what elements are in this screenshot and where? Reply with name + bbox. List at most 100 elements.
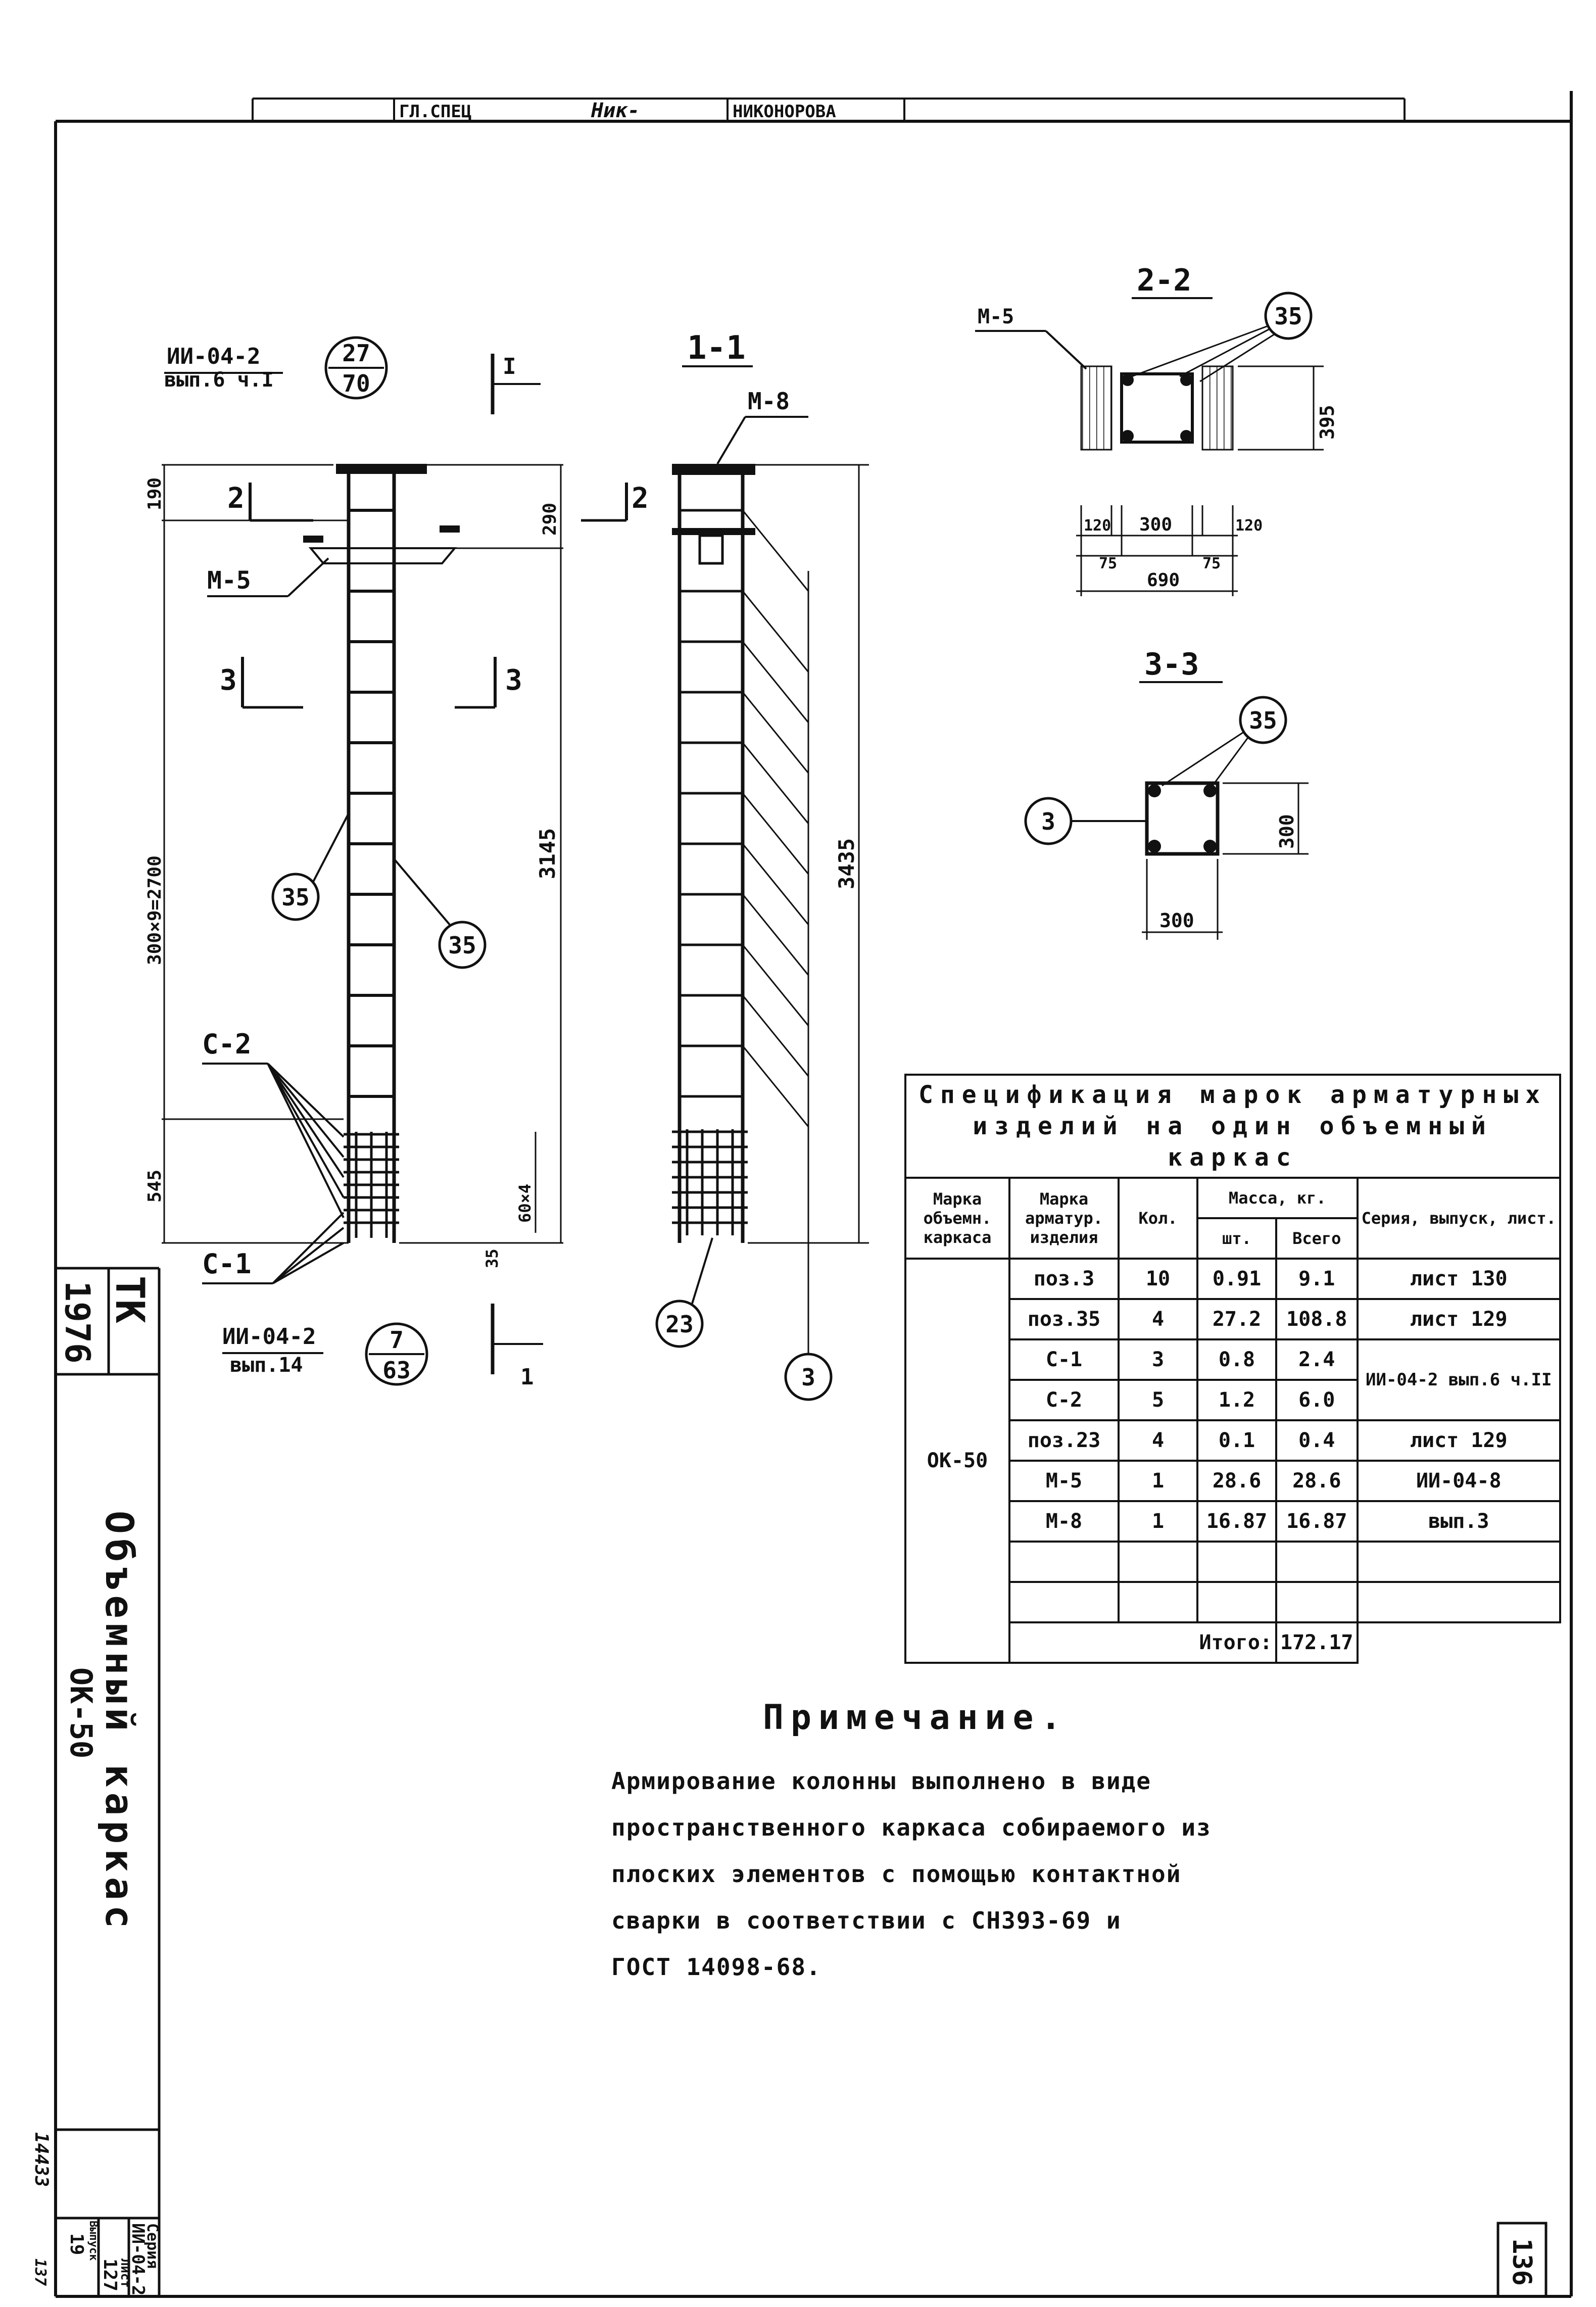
side-number: 14433 (31, 2132, 52, 2187)
title-series: ИИ-04-2 (128, 2223, 148, 2295)
dim-60x4: 60×4 (515, 1184, 535, 1223)
spec-cell (1196, 1541, 1277, 1583)
spec-cell (1356, 1541, 1561, 1583)
spec-cell: С-1 (1008, 1338, 1120, 1381)
dim-300-22: 300 (1139, 514, 1172, 535)
dim-300-v: 300 (1276, 814, 1298, 849)
label-c1: С-1 (202, 1248, 252, 1280)
title-issue: 19 (66, 2233, 87, 2255)
spec-head-frame-mark: Марка объемн. каркаса (904, 1177, 1010, 1260)
spec-head-mass-total: Всего (1275, 1217, 1359, 1260)
spec-cell (1118, 1581, 1198, 1623)
spec-cell: поз.3 (1008, 1258, 1120, 1300)
pos-35-b: 35 (448, 932, 476, 959)
header-signature: Ник- (591, 99, 640, 122)
dim-75-b: 75 (1202, 555, 1221, 572)
spec-cell (1118, 1541, 1198, 1583)
spec-cell: 2.4 (1275, 1338, 1359, 1381)
spec-cell (1356, 1581, 1561, 1623)
spec-cell: 3 (1118, 1338, 1198, 1381)
spec-head-mass-each: шт. (1196, 1217, 1277, 1260)
spec-cell: 0.1 (1196, 1419, 1277, 1462)
spec-cell: поз.23 (1008, 1419, 1120, 1462)
spec-cell (1008, 1541, 1120, 1583)
dim-120-b: 120 (1235, 517, 1263, 535)
spec-cell: 1.2 (1196, 1379, 1277, 1421)
title-block: ТК 1976 Объемный каркас ОК-50 Серия ИИ-0… (31, 1267, 161, 2296)
title-sheet-label: Лист (118, 2258, 132, 2288)
spec-cell: М-5 (1008, 1460, 1120, 1502)
spec-total-row: Итого: 172.17 (905, 1621, 1560, 1664)
spec-table: Спецификация марок арматурных изделий на… (904, 1074, 1561, 1664)
spec-cell: 108.8 (1275, 1298, 1359, 1340)
section-3-3-title: 3-3 (1144, 647, 1199, 682)
spec-total-label: Итого: (1008, 1621, 1277, 1664)
ref-top-circle-den: 70 (342, 370, 370, 397)
spec-cell: 28.6 (1275, 1460, 1359, 1502)
spec-cell (1008, 1581, 1120, 1623)
label-m5: М-5 (207, 566, 251, 595)
pos-35-a: 35 (281, 884, 309, 911)
section-3-3-pos35: 35 (1249, 707, 1277, 734)
side-number-2: 137 (31, 2258, 49, 2286)
spec-cell: поз.35 (1008, 1298, 1120, 1340)
section-2-2-title: 2-2 (1137, 263, 1191, 298)
spec-head-series: Серия, выпуск, лист. (1356, 1177, 1561, 1260)
table-row: С-2 5 1.2 6.0 (905, 1379, 1560, 1421)
table-row (905, 1541, 1561, 1583)
spec-cell: 28.6 (1196, 1460, 1277, 1502)
dim-120-a: 120 (1084, 517, 1111, 535)
spec-cell: С-2 (1008, 1379, 1120, 1421)
spec-cell: М-8 (1008, 1500, 1120, 1543)
spec-cell: ИИ-04-8 (1356, 1460, 1561, 1502)
spec-cell (1275, 1581, 1359, 1623)
elevation-ref-bottom: ИИ-04-2 (222, 1324, 316, 1350)
dim-3435: 3435 (834, 838, 859, 889)
section-2-2-pos35: 35 (1274, 303, 1302, 330)
spec-cell (1196, 1581, 1277, 1623)
note: Примечание. Армирование колонны выполнен… (611, 1698, 1369, 1990)
spec-cell: вып.3 (1356, 1500, 1561, 1543)
note-text: Армирование колонны выполнено в виде про… (611, 1767, 1212, 1981)
spec-frame-mark: ОК-50 (904, 1258, 1010, 1664)
column-elevation: ИИ-04-2 вып.6 ч.I 27 70 I (144, 336, 649, 1390)
spec-cell: 0.8 (1196, 1338, 1277, 1381)
spec-head-mass: Масса, кг. (1196, 1177, 1359, 1219)
cut-3-right: 3 (505, 664, 522, 697)
title-year: 1976 (57, 1281, 97, 1364)
cut-2-left: 2 (227, 482, 245, 515)
dim-290: 290 (540, 503, 560, 536)
spec-cell: лист 129 (1356, 1419, 1561, 1462)
label-c2: С-2 (202, 1028, 252, 1060)
spec-cell: 27.2 (1196, 1298, 1277, 1340)
pos-23: 23 (665, 1311, 693, 1338)
section-1-1: 1-1 М-8 (655, 329, 869, 1401)
spec-cell: ИИ-04-2 вып.6 ч.II (1356, 1338, 1561, 1421)
page-number-box: 136 (1496, 2222, 1547, 2298)
dim-3145: 3145 (535, 828, 560, 879)
section-3-3: 3-3 35 3 300 300 (1024, 647, 1309, 940)
spec-head-item-mark: Марка арматур. изделия (1008, 1177, 1120, 1260)
spec-cell: 16.87 (1196, 1500, 1277, 1543)
dim-2700: 300×9=2700 (144, 855, 165, 965)
spec-cell: лист 130 (1356, 1258, 1561, 1300)
table-row: М-8 1 16.87 16.87 вып.3 (905, 1500, 1561, 1543)
spec-cell: 4 (1118, 1419, 1198, 1462)
spec-cell: 1 (1118, 1500, 1198, 1543)
title-series-label: Серия (143, 2223, 161, 2269)
elevation-ref-top: ИИ-04-2 (167, 344, 260, 369)
dim-35: 35 (482, 1248, 502, 1268)
ref-bottom-circle-num: 7 (390, 1326, 404, 1354)
spec-cell: 6.0 (1275, 1379, 1359, 1421)
header-signer-1: ГЛ.СПЕЦ (399, 102, 471, 122)
title-name: Объемный каркас (97, 1511, 142, 1933)
table-row: поз.35 4 27.2 108.8 лист 129 (905, 1298, 1561, 1340)
elevation-ref-bottom-sub: вып.14 (230, 1354, 303, 1377)
dim-395: 395 (1316, 405, 1338, 440)
title-code: ТК (107, 1276, 152, 1323)
spec-cell: 0.4 (1275, 1419, 1359, 1462)
spec-cell: 1 (1118, 1460, 1198, 1502)
ref-bottom-circle-den: 63 (382, 1357, 410, 1384)
cut-3-left: 3 (220, 664, 237, 697)
